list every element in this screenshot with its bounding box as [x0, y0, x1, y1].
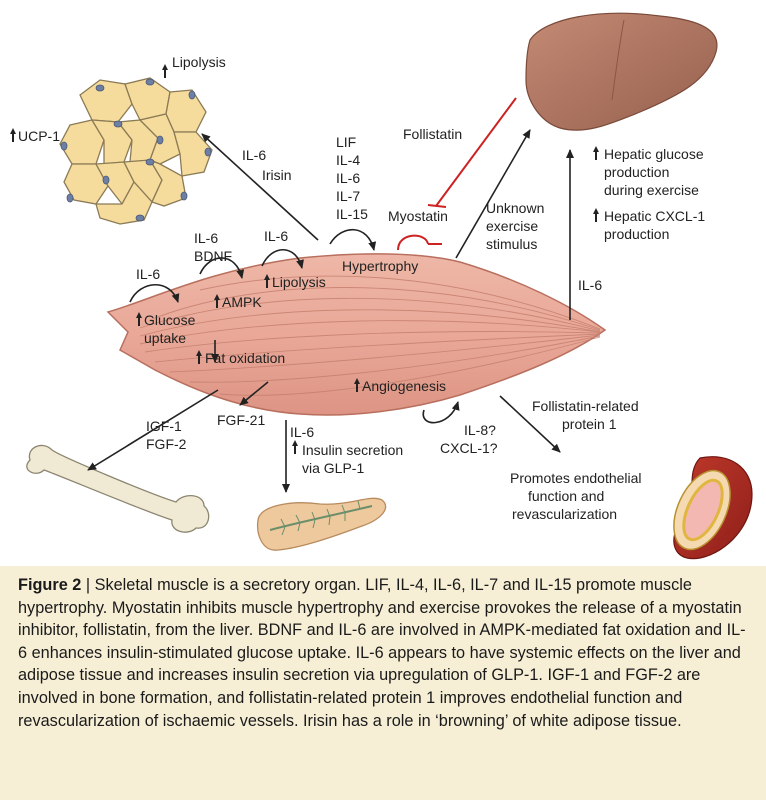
label-insulin-secretion-2: via GLP-1 [302, 460, 364, 476]
label-angiogenesis: Angiogenesis [362, 378, 446, 394]
arrow-il6-bdnf [199, 257, 245, 279]
caption-text: Skeletal muscle is a secretory organ. LI… [18, 576, 746, 730]
label-follistatin: Follistatin [403, 126, 462, 142]
muscle-secretory-organ-diagram: Lipolysis UCP-1 IL-6 Irisin Follistatin … [10, 12, 753, 560]
bone-illustration [26, 444, 210, 533]
label-hepatic-cxcl1-2: production [604, 226, 669, 242]
label-glucose-uptake-2: uptake [144, 330, 186, 346]
label-follistatin-related-1: Follistatin-related [532, 398, 639, 414]
label-unknown-3: stimulus [486, 236, 537, 252]
label-bdnf: BDNF [194, 248, 232, 264]
label-il6-liver: IL-6 [578, 277, 602, 293]
figure-caption-panel: Figure 2 | Skeletal muscle is a secretor… [0, 566, 766, 800]
figure-label: Figure 2 [18, 576, 82, 594]
label-hepatic-glucose-3: during exercise [604, 182, 699, 198]
label-il6-bdnf: IL-6 [194, 230, 218, 246]
caption-separator: | [81, 576, 95, 594]
arrow-to-vessel [499, 395, 561, 453]
liver-illustration [525, 12, 718, 131]
blood-vessel-illustration [673, 456, 753, 560]
label-hepatic-glucose-1: Hepatic glucose [604, 146, 704, 162]
label-glucose-uptake-1: Glucose [144, 312, 196, 328]
label-hepatic-glucose-2: production [604, 164, 669, 180]
label-ampk: AMPK [222, 294, 262, 310]
arrow-il6-lipolysis [261, 249, 304, 269]
arrow-to-bone [87, 389, 219, 471]
arrow-fgf21 [239, 381, 269, 406]
label-lipolysis-adipose: Lipolysis [172, 54, 226, 70]
label-il7: IL-7 [336, 188, 360, 204]
label-il6-lipolysis: IL-6 [264, 228, 288, 244]
label-lif: LIF [336, 134, 356, 150]
skeletal-muscle-illustration [106, 253, 607, 416]
label-hepatic-cxcl1-1: Hepatic CXCL-1 [604, 208, 705, 224]
label-ucp1: UCP-1 [18, 128, 60, 144]
label-myostatin: Myostatin [388, 208, 448, 224]
label-unknown-2: exercise [486, 218, 538, 234]
label-il6-glucose: IL-6 [136, 266, 160, 282]
label-il4: IL-4 [336, 152, 360, 168]
label-lipolysis-muscle: Lipolysis [272, 274, 326, 290]
follistatin-inhibit-bar [427, 204, 447, 208]
label-il6-hypertrophy: IL-6 [336, 170, 360, 186]
label-fgf21: FGF-21 [217, 412, 265, 428]
label-cxcl1: CXCL-1? [440, 440, 498, 456]
label-endothelial-3: revascularization [512, 506, 617, 522]
label-hypertrophy: Hypertrophy [342, 258, 418, 274]
arrow-il8-angiogenesis [422, 401, 460, 424]
inhibition-lines [397, 97, 517, 251]
increase-markers [10, 64, 599, 454]
label-follistatin-related-2: protein 1 [562, 416, 617, 432]
label-il6-pancreas: IL-6 [290, 424, 314, 440]
label-irisin: Irisin [262, 167, 292, 183]
arrow-to-liver [455, 129, 531, 259]
arrow-il6-glucose [129, 284, 180, 303]
myostatin-inhibit-curve [397, 234, 429, 251]
label-il6-irisin: IL-6 [242, 147, 266, 163]
adipose-tissue-illustration [59, 77, 213, 225]
label-endothelial-1: Promotes endothelial [510, 470, 642, 486]
arrows [87, 129, 574, 493]
figure-caption: Figure 2 | Skeletal muscle is a secretor… [18, 574, 748, 732]
label-unknown-1: Unknown [486, 200, 544, 216]
label-igf1: IGF-1 [146, 418, 182, 434]
label-il8: IL-8? [464, 422, 496, 438]
arrow-hypertrophy-cytokines [329, 228, 377, 251]
arrow-irisin-to-adipose [201, 133, 319, 241]
label-il15: IL-15 [336, 206, 368, 222]
follistatin-inhibit-line [435, 97, 517, 207]
label-endothelial-2: function and [528, 488, 604, 504]
label-fgf2: FGF-2 [146, 436, 187, 452]
label-fat-oxidation: Fat oxidation [205, 350, 285, 366]
label-insulin-secretion-1: Insulin secretion [302, 442, 403, 458]
pancreas-illustration [256, 497, 387, 551]
